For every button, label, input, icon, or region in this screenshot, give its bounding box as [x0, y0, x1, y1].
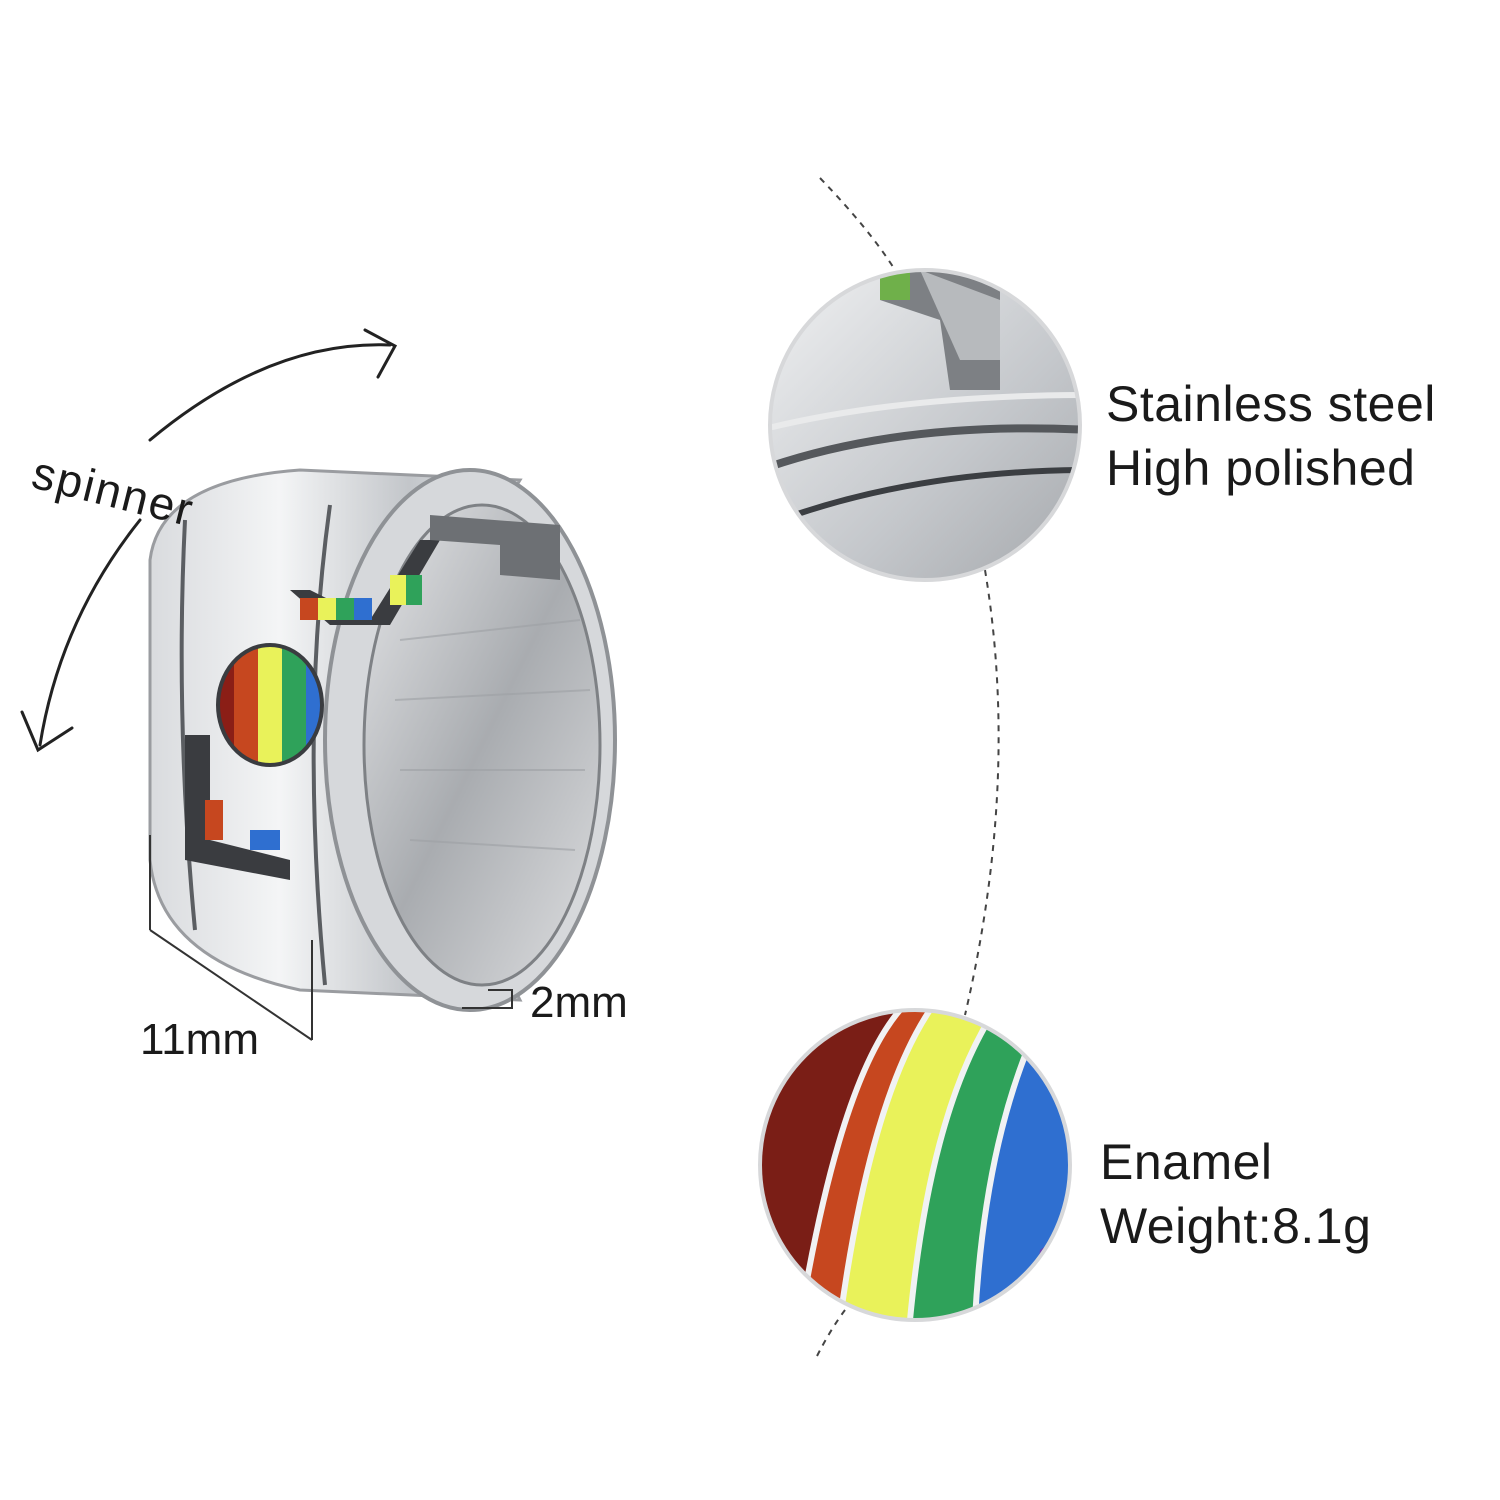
- engraving-letter-v: [290, 540, 440, 625]
- engraving-letter-l: [185, 735, 290, 880]
- love-engraving: [185, 515, 560, 880]
- steel-finish-text: High polished: [1106, 440, 1416, 496]
- spinner-ring: [148, 468, 617, 1012]
- steel-callout: Stainless steel High polished: [1106, 372, 1436, 500]
- enamel-detail-zoom: [758, 1008, 1072, 1322]
- rotation-indicator: [20, 328, 398, 753]
- width-dimension: [149, 835, 313, 1041]
- rotate-ccw-arrow-icon: [38, 518, 142, 747]
- engraving-letter-e: [430, 515, 560, 580]
- steel-detail-zoom: [768, 268, 1082, 582]
- rotate-cw-arrow-icon: [148, 343, 392, 442]
- thickness-dimension: [462, 989, 513, 1009]
- enamel-callout: Enamel Weight:8.1g: [1100, 1130, 1371, 1258]
- callout-line-bottom: [814, 1309, 846, 1361]
- callout-line-middle: [964, 569, 1000, 1016]
- width-label: 11mm: [140, 1015, 259, 1064]
- enamel-text: Enamel: [1100, 1134, 1273, 1190]
- steel-material-text: Stainless steel: [1106, 376, 1436, 432]
- callout-line-top: [819, 177, 896, 271]
- weight-text: Weight:8.1g: [1100, 1198, 1372, 1254]
- spinner-groove-left: [179, 519, 197, 931]
- thickness-label: 2mm: [530, 978, 628, 1027]
